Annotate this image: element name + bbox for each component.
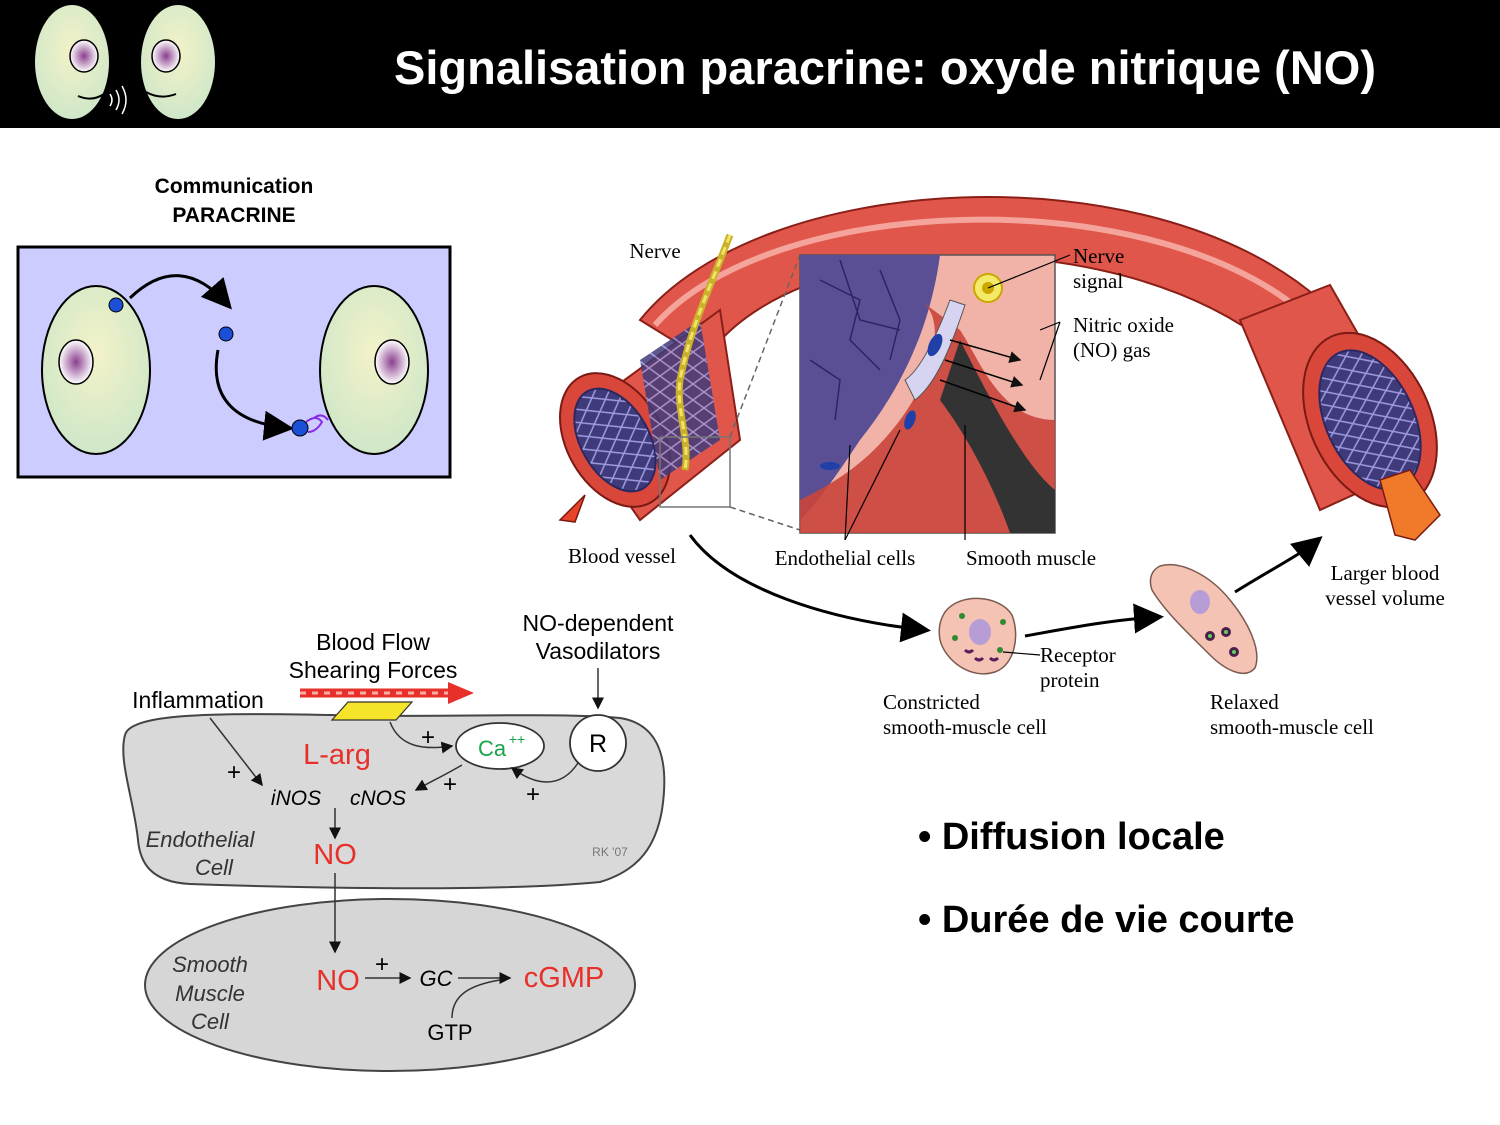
artist-signature: RK '07 <box>592 845 628 859</box>
mascot-cells-logo <box>33 3 217 121</box>
label-inflammation: Inflammation <box>132 687 264 713</box>
label-no-dependent-1: NO-dependent <box>523 610 674 636</box>
label-endothelial-1: Endothelial <box>146 827 256 852</box>
label-blood-flow-1: Blood Flow <box>316 629 430 655</box>
paracrine-label-line2: PARACRINE <box>172 204 295 227</box>
page-title: Signalisation paracrine: oxyde nitrique … <box>394 41 1376 94</box>
label-no-smooth: NO <box>316 965 360 997</box>
label-constricted-1: Constricted <box>883 690 980 714</box>
plus-gc: + <box>375 951 389 978</box>
label-endothelial-cells: Endothelial cells <box>775 546 916 570</box>
label-nerve: Nerve <box>629 239 680 263</box>
label-smooth-3: Cell <box>191 1009 230 1034</box>
label-receptor-r: R <box>589 730 607 758</box>
label-no-gas-2: (NO) gas <box>1073 338 1151 362</box>
label-no-endothelial: NO <box>313 839 357 871</box>
arrow-vessel-to-constricted <box>688 534 931 643</box>
receptor-circle <box>569 714 627 772</box>
arrow-constricted-to-relaxed <box>1024 603 1164 638</box>
label-calcium: Ca <box>478 736 507 761</box>
label-endothelial-2: Cell <box>195 855 234 880</box>
shear-sensor <box>330 701 414 721</box>
label-no-dependent-2: Vasodilators <box>536 638 661 664</box>
label-constricted-2: smooth-muscle cell <box>883 715 1047 739</box>
label-receptor-2: protein <box>1040 668 1100 692</box>
no-pathway-diagram <box>122 668 666 1072</box>
bullet-diffusion: • Diffusion locale <box>918 816 1225 858</box>
endothelium-magnified-inset <box>799 254 1071 541</box>
label-inos: iNOS <box>271 787 321 810</box>
plus-inflammation: + <box>227 759 241 786</box>
constricted-smooth-muscle-cell <box>938 597 1017 675</box>
label-gc: GC <box>420 966 453 991</box>
arrow-relaxed-to-larger <box>1234 536 1323 594</box>
label-relaxed-2: smooth-muscle cell <box>1210 715 1374 739</box>
bullet-list: • Diffusion locale • Durée de vie courte <box>918 816 1295 982</box>
label-receptor-1: Receptor <box>1040 643 1116 667</box>
label-smooth-muscle: Smooth muscle <box>966 546 1096 570</box>
label-gtp: GTP <box>427 1020 472 1045</box>
blood-vessel-illustration <box>558 196 1441 541</box>
smooth-muscle-cell-shape <box>144 898 636 1072</box>
paracrine-diagram <box>16 245 452 479</box>
plus-calcium: + <box>443 771 457 798</box>
label-cgmp: cGMP <box>524 962 605 994</box>
plus-receptor: + <box>526 781 540 808</box>
label-calcium-charge: ++ <box>509 731 525 747</box>
label-nerve-signal-2: signal <box>1073 269 1123 293</box>
label-larger-1: Larger blood <box>1331 561 1440 585</box>
label-blood-vessel: Blood vessel <box>568 544 676 568</box>
label-l-arg: L-arg <box>303 739 371 771</box>
plus-shear: + <box>421 724 435 751</box>
label-nerve-signal-1: Nerve <box>1073 244 1124 268</box>
calcium-bubble <box>455 722 545 770</box>
paracrine-label-line1: Communication <box>155 175 314 198</box>
title-bar <box>0 0 1500 128</box>
label-relaxed-1: Relaxed <box>1210 690 1279 714</box>
label-larger-2: vessel volume <box>1325 586 1445 610</box>
label-no-gas-1: Nitric oxide <box>1073 313 1174 337</box>
label-smooth-2: Muscle <box>175 981 245 1006</box>
label-smooth-1: Smooth <box>172 952 248 977</box>
label-cnos: cNOS <box>350 787 406 810</box>
bullet-lifetime: • Durée de vie courte <box>918 899 1295 941</box>
label-blood-flow-2: Shearing Forces <box>289 657 458 683</box>
relaxed-smooth-muscle-cell <box>1149 564 1258 674</box>
receptor-pointer <box>1002 651 1041 656</box>
